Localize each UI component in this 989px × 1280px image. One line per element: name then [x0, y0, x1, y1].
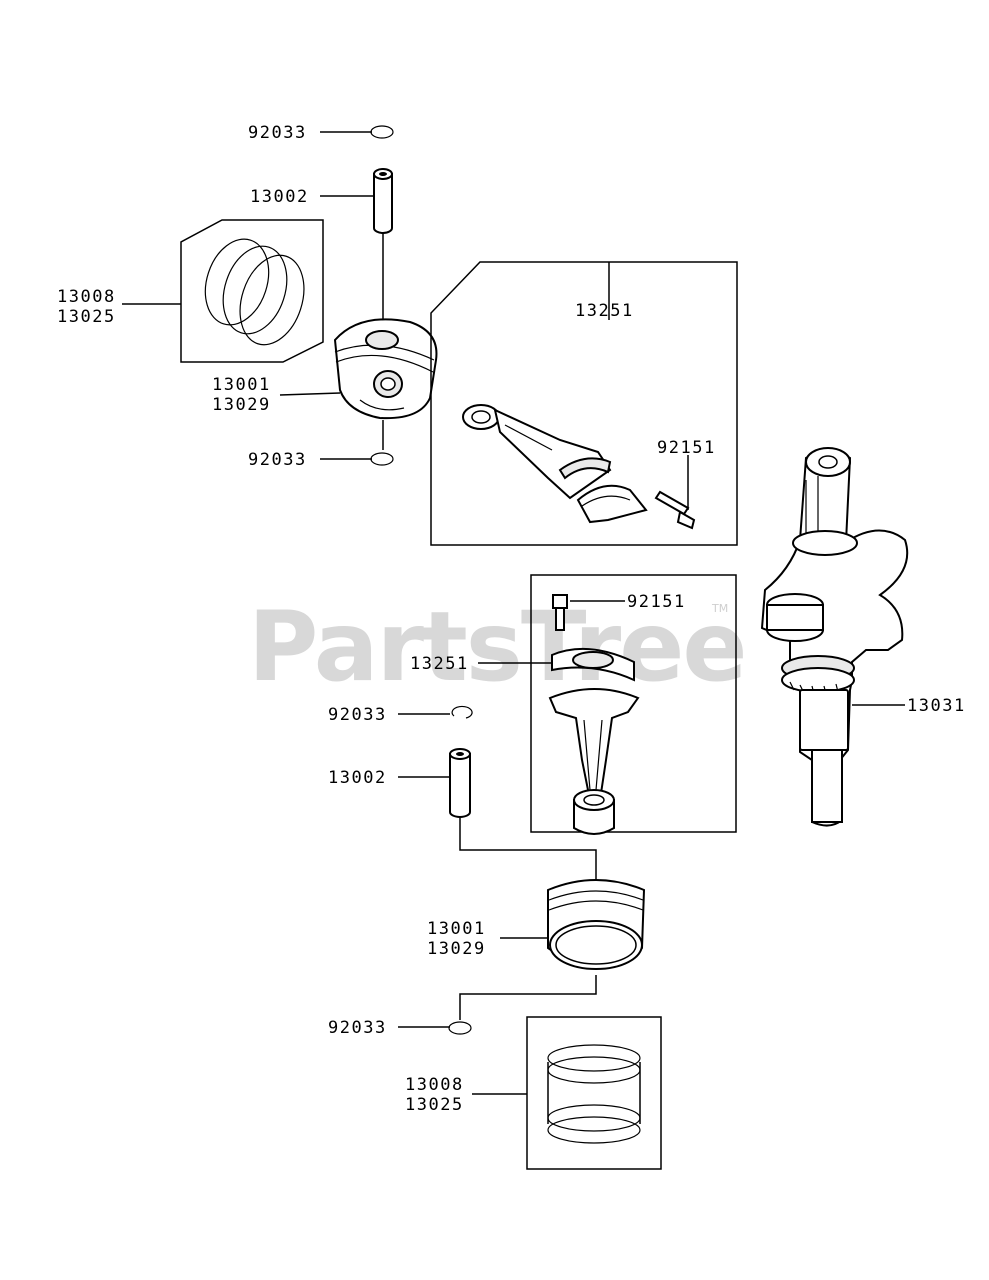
piston-ring-set-top[interactable] — [122, 219, 324, 363]
label-13008-top[interactable]: 13008 — [57, 287, 116, 307]
label-13002-bottom[interactable]: 13002 — [328, 768, 387, 788]
label-92033-bottom-upper[interactable]: 92033 — [328, 705, 387, 725]
connecting-rod-assy-bottom[interactable] — [478, 574, 737, 835]
piston-bottom[interactable] — [500, 879, 646, 970]
piston-ring-set-bottom[interactable] — [472, 1016, 662, 1170]
snap-ring-lower-top[interactable] — [320, 420, 394, 466]
label-92151-bottom[interactable]: 92151 — [627, 592, 686, 612]
label-13029-bottom[interactable]: 13029 — [427, 939, 486, 959]
label-13029-top[interactable]: 13029 — [212, 395, 271, 415]
watermark-text: PartsTree — [248, 591, 745, 703]
label-92033-bottom-lower[interactable]: 92033 — [328, 1018, 387, 1038]
piston-top[interactable] — [333, 318, 438, 420]
piston-pin-top[interactable] — [320, 168, 393, 320]
label-13025-top[interactable]: 13025 — [57, 307, 116, 327]
label-92033-top-upper[interactable]: 92033 — [248, 123, 307, 143]
connecting-rod-assy-top[interactable] — [430, 261, 738, 546]
label-13251-top[interactable]: 13251 — [575, 301, 634, 321]
label-13002-top[interactable]: 13002 — [250, 187, 309, 207]
snap-ring-upper-top[interactable] — [320, 125, 394, 139]
label-13025-bottom[interactable]: 13025 — [405, 1095, 464, 1115]
piston-pin-bottom[interactable] — [398, 748, 597, 880]
label-92151-top[interactable]: 92151 — [657, 438, 716, 458]
label-92033-top-lower[interactable]: 92033 — [248, 450, 307, 470]
label-13251-bottom[interactable]: 13251 — [410, 654, 469, 674]
crankshaft[interactable] — [760, 447, 909, 827]
label-13001-bottom[interactable]: 13001 — [427, 919, 486, 939]
label-13001-top[interactable]: 13001 — [212, 375, 271, 395]
snap-ring-upper-bottom[interactable] — [398, 705, 473, 719]
label-13008-bottom[interactable]: 13008 — [405, 1075, 464, 1095]
watermark-trademark: TM — [711, 602, 728, 615]
label-13031[interactable]: 13031 — [907, 696, 966, 716]
snap-ring-lower-bottom[interactable] — [398, 975, 597, 1035]
